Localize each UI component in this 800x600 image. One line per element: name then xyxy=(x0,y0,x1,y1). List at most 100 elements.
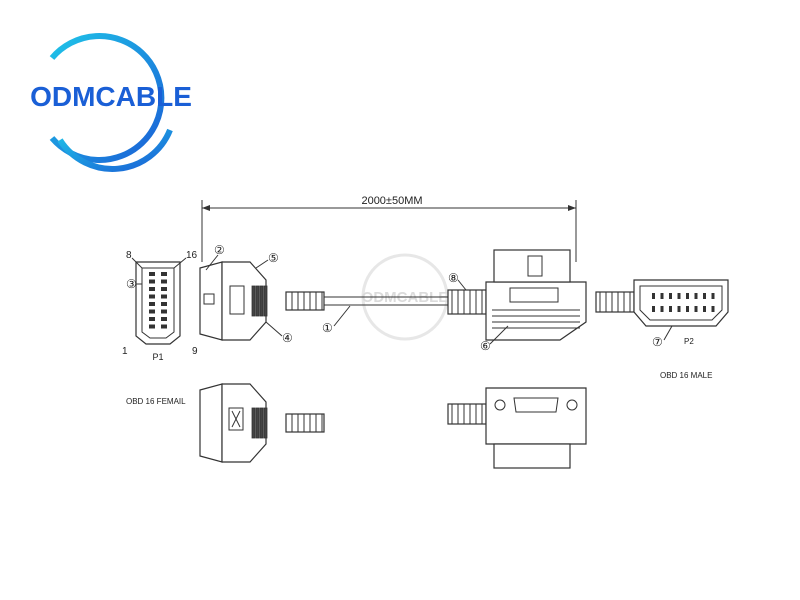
callout-1-leader xyxy=(333,305,351,327)
p2-strain-relief-ribs xyxy=(451,290,483,314)
alt-female-grip-rib xyxy=(251,407,256,439)
callout-5: ⑤ xyxy=(268,251,279,265)
p2-pin xyxy=(694,293,698,299)
alt-female-grip-rib xyxy=(259,407,264,439)
p1-grip-rib xyxy=(251,285,256,317)
p1-side-window xyxy=(229,285,245,315)
p2-pin xyxy=(711,293,715,299)
p2-pin xyxy=(652,293,655,299)
callouts: ② ③ ⑤ ④ ① ⑧ ⑥ ⑦ xyxy=(126,243,673,353)
p2-pin xyxy=(669,306,672,312)
callout-8-leader xyxy=(457,279,467,291)
p1-pin-array xyxy=(149,272,167,329)
callout-2: ② xyxy=(214,243,225,257)
alt-male-relief xyxy=(447,403,487,425)
male-alt-view xyxy=(447,387,587,469)
p1-pin xyxy=(161,279,167,284)
connector-p1-face: 8 16 1 9 P1 xyxy=(122,250,198,362)
alt-female-front xyxy=(199,383,223,463)
dimension-arrow-right xyxy=(568,205,576,211)
female-alt-view xyxy=(199,383,325,463)
p1-grip-ribs xyxy=(251,285,268,317)
dimension-arrow-left xyxy=(202,205,210,211)
p2-pin xyxy=(669,293,672,299)
p1-grip-rib xyxy=(259,285,264,317)
alt-female-body xyxy=(221,383,267,463)
alt-male-screw-left xyxy=(494,399,506,411)
p2-pin xyxy=(703,306,706,312)
p2-pin xyxy=(694,306,698,312)
callout-4-leader xyxy=(265,321,283,337)
p1-side-latch xyxy=(203,293,215,305)
alt-female-relief xyxy=(285,413,325,433)
p1-housing xyxy=(135,261,181,345)
logo-ring-bottom xyxy=(57,128,173,172)
alt-female-grip-rib xyxy=(263,407,268,439)
connector-p1-side xyxy=(199,261,325,341)
callout-1: ① xyxy=(322,321,333,335)
alt-male-body xyxy=(485,387,587,445)
brand-logo: ODMCABLE xyxy=(30,33,192,172)
caption-male: OBD 16 MALE xyxy=(660,371,712,380)
logo-ring-top xyxy=(49,33,165,163)
p1-pin-label-9: 9 xyxy=(192,346,198,357)
alt-male-slot xyxy=(513,397,559,413)
cable xyxy=(324,296,460,306)
callout-2-leader xyxy=(205,254,219,271)
callout-6: ⑥ xyxy=(480,339,491,353)
p2-face-strain-relief xyxy=(595,291,635,313)
connector-p2-side xyxy=(447,249,587,341)
p2-pin xyxy=(660,306,664,312)
p1-pin xyxy=(149,279,155,284)
p1-pin xyxy=(149,294,155,299)
callout-8: ⑧ xyxy=(448,271,459,285)
callout-7-leader xyxy=(663,325,673,341)
p1-pin xyxy=(161,294,167,299)
leader-16 xyxy=(173,257,187,269)
p1-pin-label-16: 16 xyxy=(186,250,198,261)
p1-side-front xyxy=(199,261,223,341)
p2-pin xyxy=(660,293,664,299)
p1-pin xyxy=(161,317,167,321)
p1-pin xyxy=(161,302,167,306)
p1-strain-relief xyxy=(285,291,325,311)
dimension-label: 2000±50MM xyxy=(361,195,422,207)
p2-side-plug xyxy=(493,249,571,283)
p1-pin xyxy=(161,309,167,314)
p1-pin xyxy=(149,324,155,329)
alt-male-plug xyxy=(493,443,571,469)
p1-grip-rib xyxy=(263,285,268,317)
p2-face-relief-ribs xyxy=(599,292,631,312)
p2-face-housing xyxy=(633,279,729,327)
p2-pin xyxy=(652,306,655,312)
p1-label: P1 xyxy=(152,352,163,362)
alt-female-grip xyxy=(251,407,268,439)
p1-pin-label-1: 1 xyxy=(122,346,128,357)
p1-pin xyxy=(149,287,155,291)
p2-pin xyxy=(686,293,689,299)
alt-female-relief-ribs xyxy=(291,414,323,432)
p1-strain-relief-ribs xyxy=(291,292,323,310)
p2-label: P2 xyxy=(684,337,694,346)
p2-pin xyxy=(711,306,715,312)
callout-3: ③ xyxy=(126,277,137,291)
p1-pin xyxy=(149,309,155,314)
p1-pin xyxy=(149,302,155,306)
p1-pin-label-8: 8 xyxy=(126,250,132,261)
alt-male-screw-right xyxy=(566,399,578,411)
alt-female-grip-rib xyxy=(255,407,260,439)
p1-pin xyxy=(149,272,155,276)
dimension-annotation: 2000±50MM xyxy=(201,195,577,262)
p1-pin xyxy=(149,317,155,321)
connector-p2-face: P2 xyxy=(595,279,729,346)
p2-pin xyxy=(686,306,689,312)
p2-pin xyxy=(677,306,681,312)
p1-pin xyxy=(161,272,167,276)
p2-side-key xyxy=(527,255,543,277)
p2-pin-array xyxy=(652,293,715,312)
callout-6-leader xyxy=(489,325,509,345)
p2-pin xyxy=(677,293,681,299)
p1-pin xyxy=(161,287,167,291)
caption-female: OBD 16 FEMAIL xyxy=(126,397,186,406)
